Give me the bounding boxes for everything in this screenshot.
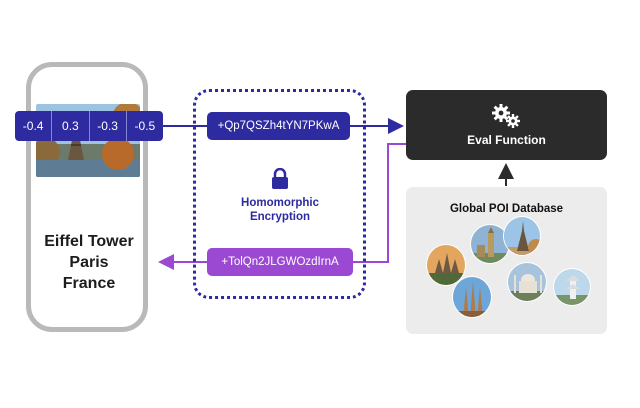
location-line-2: Paris: [69, 254, 109, 271]
poi-sagrada-familia: [452, 276, 492, 318]
gears-icon: [490, 103, 524, 134]
encryption-boundary: [193, 89, 366, 299]
lock-icon: [270, 167, 290, 195]
encryption-label-line1: Homomorphic: [241, 197, 319, 209]
vector-value: 0.3: [52, 111, 90, 141]
eval-function-label: Eval Function: [467, 133, 546, 147]
vector-value: -0.4: [15, 111, 53, 141]
vector-value: -0.5: [134, 119, 156, 133]
encrypted-query: +Qp7QSZh4tYN7PKwA: [207, 112, 350, 140]
encryption-label: Homomorphic Encryption: [228, 196, 332, 224]
poi-big-ben: [470, 224, 510, 264]
location-line-3: France: [62, 275, 116, 292]
poi-eiffel-tower: [503, 216, 541, 256]
poi-taj-mahal: [507, 262, 547, 302]
encryption-label-line2: Encryption: [249, 211, 311, 223]
encrypted-result: +TolQn2JLGWOzdIrnA: [207, 248, 353, 276]
location-line-1: Eiffel Tower: [44, 233, 134, 250]
poi-database-title: Global POI Database: [449, 203, 564, 215]
embedding-vector: -0.4 0.3 -0.3 -0.5: [15, 111, 163, 141]
vector-value: -0.3: [90, 111, 127, 141]
poi-angkor-wat: [426, 244, 466, 286]
eval-function-box: [406, 90, 607, 160]
poi-pagoda: [553, 268, 591, 306]
